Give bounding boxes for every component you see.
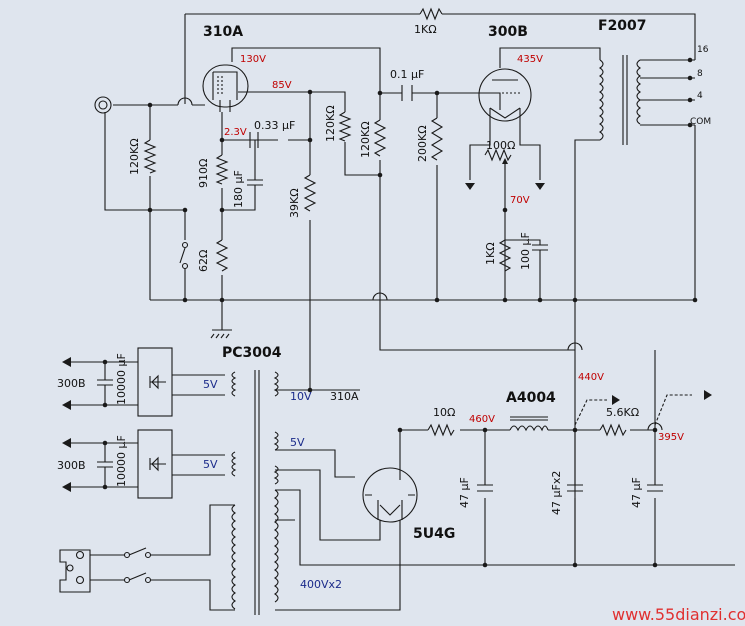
resistor-39k xyxy=(303,174,317,212)
label-c-47-a: 47 μF xyxy=(458,477,471,508)
label-c-033: 0.33 μF xyxy=(254,119,295,132)
voltage-395v: 395V xyxy=(658,432,684,443)
label-r-62: 62Ω xyxy=(197,250,210,272)
label-r-39k: 39KΩ xyxy=(288,188,301,218)
resistor-feedback xyxy=(419,7,443,21)
capacitor-10000uf-b xyxy=(97,461,113,468)
label-tap-8: 8 xyxy=(697,69,703,79)
capacitor-47uf-b xyxy=(647,484,663,492)
voltage-85v: 85V xyxy=(272,80,292,91)
label-r-200k: 200KΩ xyxy=(416,125,429,162)
label-heater3-volt: 10V xyxy=(290,390,312,403)
label-choke: A4004 xyxy=(506,390,556,406)
watermark: www.55dianzi.com xyxy=(612,605,745,624)
ground-icons xyxy=(210,183,545,339)
label-r-5-6k: 5.6KΩ xyxy=(606,406,639,419)
capacitor-47uf-a xyxy=(477,484,493,492)
label-heater1-tube: 300B xyxy=(57,377,86,390)
label-hv-winding: 400Vx2 xyxy=(300,578,342,591)
power-transformer-icon xyxy=(231,370,279,615)
resistor-200k xyxy=(430,117,444,161)
capacitor-10000uf-a xyxy=(97,379,113,386)
wires xyxy=(70,13,735,611)
tube-310a-icon xyxy=(202,64,249,112)
label-tap-4: 4 xyxy=(697,91,703,101)
resistors xyxy=(143,7,627,437)
label-r-1k: 1KΩ xyxy=(484,242,497,265)
resistor-grid-120k xyxy=(143,139,157,174)
resistor-62 xyxy=(215,239,229,272)
voltage-130v: 130V xyxy=(240,54,266,65)
label-r-120k-b: 120KΩ xyxy=(359,121,372,158)
voltage-440v: 440V xyxy=(578,372,604,383)
label-r-910: 910Ω xyxy=(197,159,210,188)
label-heater3-tube: 310A xyxy=(330,390,359,403)
capacitor-0-1uf xyxy=(401,85,413,101)
resistor-5-6k xyxy=(599,423,627,437)
label-c-47-b: 47 μF xyxy=(630,477,643,508)
junction-dots xyxy=(102,57,698,568)
mains-plug-icon xyxy=(59,549,91,593)
label-c-100: 100 μF xyxy=(519,232,532,270)
label-tube-310a: 310A xyxy=(203,24,243,40)
input-jack-icon xyxy=(94,96,112,114)
label-tap-16: 16 xyxy=(697,45,709,55)
label-c-47x2: 47 μFx2 xyxy=(550,471,563,515)
tube-300b-icon xyxy=(478,68,532,130)
resistor-910 xyxy=(215,154,229,185)
tube-5u4g-icon xyxy=(362,467,418,523)
label-r-grid: 120KΩ xyxy=(128,138,141,175)
voltage-2-3v: 2.3V xyxy=(224,127,247,138)
label-tap-com: COM xyxy=(690,117,711,127)
label-r-10: 10Ω xyxy=(433,406,455,419)
resistor-120k-plate xyxy=(373,119,387,157)
voltage-460v: 460V xyxy=(469,414,495,425)
voltage-435v: 435V xyxy=(517,54,543,65)
choke-icon xyxy=(509,416,549,432)
label-output-transformer: F2007 xyxy=(598,18,647,34)
resistor-10 xyxy=(427,423,455,437)
label-tube-300b: 300B xyxy=(488,24,528,40)
label-power-transformer: PC3004 xyxy=(222,345,282,361)
label-tube-5u4g: 5U4G xyxy=(413,526,455,542)
capacitor-180uf xyxy=(247,179,263,186)
label-rect-volt: 5V xyxy=(290,436,305,449)
output-transformer-icon xyxy=(599,55,641,145)
resistor-100-pot xyxy=(484,148,512,162)
bridge-rectifier-b xyxy=(137,429,173,499)
label-heater1-cap: 10000 μF xyxy=(115,353,128,405)
mains-switch-icon xyxy=(123,547,152,584)
label-heater1-volt: 5V xyxy=(203,378,218,391)
capacitors xyxy=(97,85,663,492)
label-heater2-tube: 300B xyxy=(57,459,86,472)
voltage-70v: 70V xyxy=(510,195,530,206)
bridge-rectifier-a xyxy=(137,347,173,417)
resistor-120k-screen xyxy=(338,111,352,142)
label-r-120k-a: 120KΩ xyxy=(324,105,337,142)
label-heater2-volt: 5V xyxy=(203,458,218,471)
label-c-180: 180 μF xyxy=(232,170,245,208)
capacitor-100uf xyxy=(532,244,548,251)
switch-icon xyxy=(179,241,189,270)
label-r-feedback: 1KΩ xyxy=(414,23,437,36)
dc-output-arrows xyxy=(62,357,712,492)
label-heater2-cap: 10000 μF xyxy=(115,435,128,487)
labels: 310A 300B F2007 PC3004 A4004 5U4G 16 8 4… xyxy=(57,18,745,624)
capacitor-47ufx2 xyxy=(567,484,583,492)
label-c-coupling: 0.1 μF xyxy=(390,68,424,81)
label-r-100: 100Ω xyxy=(486,139,515,152)
wire-crossovers xyxy=(177,97,663,431)
resistor-1k xyxy=(498,239,512,272)
